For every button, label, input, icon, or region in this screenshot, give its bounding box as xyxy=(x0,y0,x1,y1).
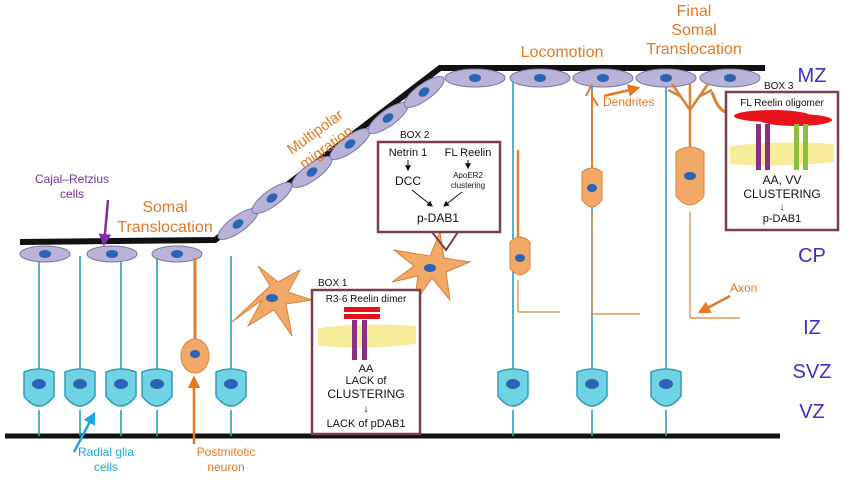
label-postmitotic-2: neuron xyxy=(207,460,244,474)
box-2-right-target-1: ApoER2 xyxy=(453,171,483,180)
label-locomotion: Locomotion xyxy=(521,44,604,61)
label-somal-1: Somal xyxy=(142,199,187,216)
box-3-receptor-purple-b xyxy=(765,124,770,170)
box-2-left-target: DCC xyxy=(395,174,421,188)
locomotion-neuron-2 xyxy=(581,83,640,315)
box-2: BOX 2 Netrin 1 FL Reelin DCC ApoER2 clus… xyxy=(376,130,502,252)
box-3-receptor-label: AA, VV xyxy=(763,173,802,187)
box-3-line: CLUSTERING xyxy=(743,187,820,201)
layer-svz: SVZ xyxy=(793,361,832,383)
pial-surface-line xyxy=(19,65,765,245)
layer-vz: VZ xyxy=(799,401,825,423)
label-dendrites: Dendrites xyxy=(603,95,654,109)
box-3-membrane xyxy=(730,142,834,166)
box-3-title: BOX 3 xyxy=(764,81,794,92)
box-2-converge-left xyxy=(411,189,433,207)
label-radial-glia-2: cells xyxy=(94,460,118,474)
box-1-title: BOX 1 xyxy=(318,278,348,289)
box-2-right-target-2: clustering xyxy=(451,181,485,190)
label-cajal-1: Cajal–Retzius xyxy=(35,172,109,186)
dendrites-arrow xyxy=(603,84,641,98)
box-1-receptor-a xyxy=(352,320,357,360)
box-1-line-2: CLUSTERING xyxy=(327,387,404,401)
cajal-arrow xyxy=(98,199,112,247)
box-1-header: R3-6 Reelin dimer xyxy=(326,294,407,305)
box-2-right: FL Reelin xyxy=(445,147,492,159)
locomotion-neuron-1 xyxy=(509,150,560,313)
label-final-2: Somal xyxy=(671,22,716,39)
label-axon: Axon xyxy=(730,281,757,295)
layer-mz: MZ xyxy=(798,65,827,87)
box-1-result: LACK of pDAB1 xyxy=(327,418,406,430)
multipolar-neuron-2 xyxy=(391,230,472,305)
box-3-receptor-green-b xyxy=(803,124,808,170)
box-3-header: FL Reelin oligomer xyxy=(740,98,824,109)
label-radial-glia-1: Radial glia xyxy=(78,445,134,459)
box-1-line-1: LACK of xyxy=(346,375,388,387)
label-postmitotic-1: Postmitotic xyxy=(197,445,256,459)
label-somal-2: Translocation xyxy=(117,219,212,236)
final-translocation-neuron xyxy=(667,83,740,319)
radial-glia-cells xyxy=(23,368,682,407)
box-3-result: p-DAB1 xyxy=(763,213,802,225)
radial-glia-arrow xyxy=(72,411,96,453)
box-2-result: p-DAB1 xyxy=(417,211,459,225)
axon-arrow xyxy=(697,294,731,314)
box-3-receptor-green-a xyxy=(794,124,799,170)
label-cajal-2: cells xyxy=(60,187,84,201)
box-1-reelin-bar-1 xyxy=(344,307,380,312)
box-1-reelin-bar-2 xyxy=(344,314,380,319)
endfeet-top xyxy=(444,68,761,88)
box-3-reelin-oligomer-2 xyxy=(760,114,832,126)
box-3-arrow: ↓ xyxy=(780,202,785,213)
box-3: BOX 3 FL Reelin oligomer AA, VV CLUSTERI… xyxy=(724,81,840,232)
box-1: BOX 1 R3-6 Reelin dimer AA LACK of CLUST… xyxy=(310,278,422,436)
box-2-converge-right xyxy=(443,191,463,207)
somal-translocation-neuron xyxy=(180,258,210,374)
endfeet-bottom xyxy=(19,245,203,263)
box-2-title: BOX 2 xyxy=(400,130,430,141)
endfeet-slope xyxy=(217,75,445,241)
box-3-receptor-purple-a xyxy=(756,124,761,170)
label-final-3: Translocation xyxy=(646,41,741,58)
box-2-callout xyxy=(431,231,459,252)
layer-cp: CP xyxy=(798,245,826,267)
box-2-left: Netrin 1 xyxy=(389,147,428,159)
box-1-receptor-b xyxy=(362,320,367,360)
box-1-receptor-label: AA xyxy=(359,363,374,375)
layer-iz: IZ xyxy=(803,317,821,339)
box-1-arrow: ↓ xyxy=(363,403,369,415)
label-final-1: Final xyxy=(677,3,712,20)
multipolar-neuron-1 xyxy=(231,265,313,337)
